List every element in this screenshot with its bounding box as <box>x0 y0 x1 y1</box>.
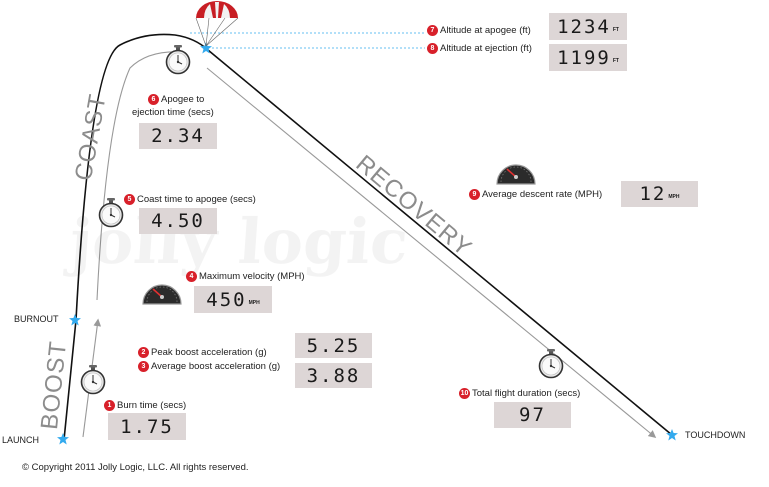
badge-9: 9 <box>469 189 480 200</box>
peak-boost-value: 5.25 <box>295 333 372 358</box>
badge-10: 10 <box>459 388 470 399</box>
badge-7: 7 <box>427 25 438 36</box>
badge-8: 8 <box>427 43 438 54</box>
coast-time-value: 4.50 <box>139 208 217 234</box>
speedometer-icon-velocity <box>142 284 182 305</box>
badge-3: 3 <box>138 361 149 372</box>
coast-arrow <box>96 47 184 301</box>
burn-time-value: 1.75 <box>108 413 186 440</box>
stopwatch-icon-flight <box>538 348 564 379</box>
recovery-arrow <box>206 67 657 438</box>
touchdown-label: TOUCHDOWN <box>685 430 746 440</box>
apogee-ejection-label-line2: ejection time (secs) <box>132 107 214 118</box>
launch-label: LAUNCH <box>2 435 40 445</box>
avg-boost-value: 3.88 <box>295 363 372 388</box>
apogee-ejection-value: 2.34 <box>139 123 217 149</box>
burnout-label: BURNOUT <box>14 314 59 324</box>
flight-duration-value: 97 <box>494 402 571 428</box>
badge-5: 5 <box>124 194 135 205</box>
speedometer-icon-descent <box>496 164 536 185</box>
badge-4: 4 <box>186 271 197 282</box>
badge-2: 2 <box>138 347 149 358</box>
badge-6: 6 <box>148 94 159 105</box>
badge-1: 1 <box>104 400 115 411</box>
parachute-icon <box>195 1 239 47</box>
stopwatch-icon-burn <box>80 364 106 395</box>
watermark: jolly logic <box>67 205 410 278</box>
stopwatch-icon-apogee <box>165 44 191 75</box>
flight-trajectory <box>63 33 673 441</box>
launch-star-icon <box>57 433 69 445</box>
copyright-text: © Copyright 2011 Jolly Logic, LLC. All r… <box>22 462 249 473</box>
